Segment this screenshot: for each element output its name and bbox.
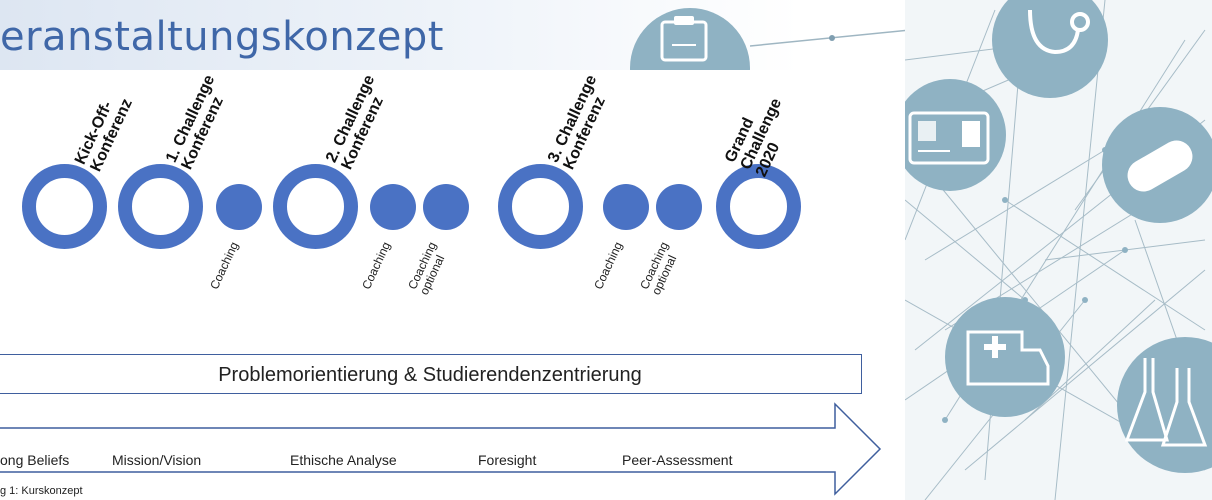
process-step: Mission/Vision [112, 452, 202, 468]
milestone-ring-challenge-3 [498, 164, 583, 249]
coaching-label: Coaching [207, 239, 242, 292]
milestone-label: Kick-Off-Konferenz [72, 96, 136, 175]
coaching-dot [656, 184, 702, 230]
process-arrow [0, 402, 882, 496]
process-step: Ethische Analyse [290, 452, 397, 468]
coaching-label: Coaching [591, 239, 626, 292]
flask-icon [1117, 337, 1212, 473]
process-step: Peer-Assessment [622, 452, 733, 468]
pill-icon [1102, 107, 1212, 223]
milestone-ring-grand-challenge [716, 164, 801, 249]
id-card-icon [905, 79, 1006, 191]
principle-banner-text: Problemorientierung & Studierendenzentri… [218, 364, 642, 386]
process-step: Foresight [478, 452, 537, 468]
coaching-dot [603, 184, 649, 230]
clipboard-icon [630, 8, 750, 70]
stethoscope-icon [992, 0, 1108, 98]
milestone-ring-kickoff [22, 164, 107, 249]
process-step: ong Beliefs [0, 452, 70, 468]
figure-caption: g 1: Kurskonzept [0, 485, 83, 497]
principle-banner: Problemorientierung & Studierendenzentri… [0, 354, 862, 394]
healthcare-network-image [905, 0, 1212, 500]
ambulance-icon [945, 297, 1065, 417]
coaching-dot [216, 184, 262, 230]
slide-title: eranstaltungskonzept [0, 14, 444, 60]
connector-line [750, 29, 910, 47]
coaching-label: Coaching [359, 239, 394, 292]
coaching-dot [423, 184, 469, 230]
coaching-dot [370, 184, 416, 230]
milestone-ring-challenge-2 [273, 164, 358, 249]
milestone-ring-challenge-1 [118, 164, 203, 249]
